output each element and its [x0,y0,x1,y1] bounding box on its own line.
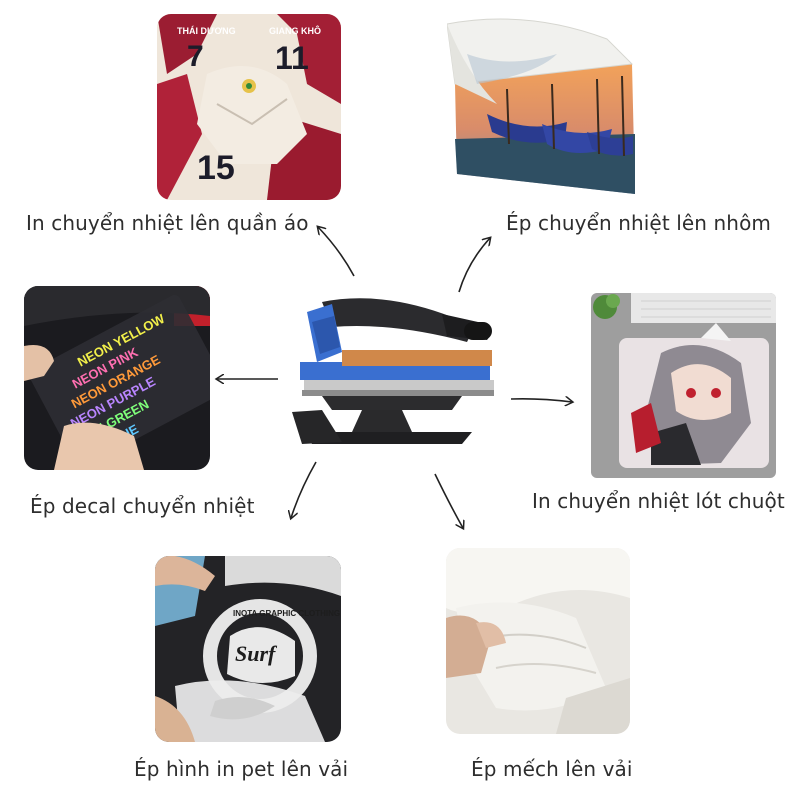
jersey-name-right: GIANG KHÔ [269,25,321,36]
aluminum-image [447,14,637,196]
arrow-to-mousepad [510,399,572,402]
jersey-number-left: 7 [187,40,204,73]
arrow-to-pet [291,461,317,518]
caption-clothes: In chuyển nhiệt lên quần áo [26,211,309,235]
jersey-number-front: 15 [197,149,235,187]
jersey-number-right: 11 [275,40,309,76]
decal-image: NEON YELLOW NEON PINK NEON ORANGE NEON P… [24,286,210,470]
arrow-to-interfacing [434,473,463,528]
caption-pet: Ép hình in pet lên vải [134,757,349,781]
caption-mousepad: In chuyển nhiệt lót chuột [532,489,785,513]
interfacing-image [446,548,630,734]
caption-aluminum: Ép chuyển nhiệt lên nhôm [506,211,771,235]
pet-print-image: INOTA GRAPHIC CLOTHING Surf [155,556,341,742]
caption-interfacing: Ép mếch lên vải [471,757,633,781]
pet-ring-text: INOTA GRAPHIC CLOTHING [233,609,340,618]
pet-brand-text: Surf [235,641,278,666]
heat-press-machine [282,292,496,450]
clothes-image: THÁI DƯƠNG GIANG KHÔ 7 11 15 [157,14,341,200]
caption-decal: Ép decal chuyển nhiệt [30,494,255,518]
arrow-to-aluminum [458,238,490,293]
jersey-name-left: THÁI DƯƠNG [177,26,236,36]
arrow-to-clothes [318,227,355,277]
mousepad-image [591,293,776,478]
